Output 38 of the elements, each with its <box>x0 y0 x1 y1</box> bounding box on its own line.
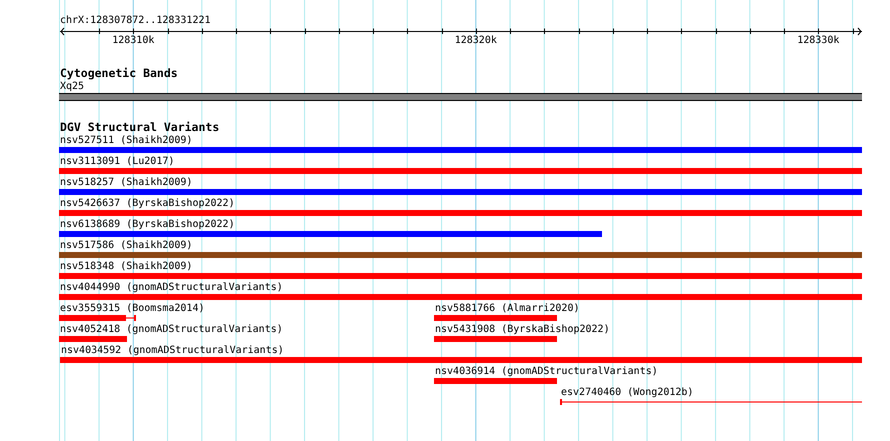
feature-bar <box>59 252 862 258</box>
feature-label: esv2740460 (Wong2012b) <box>561 387 694 398</box>
feature-bar <box>434 336 557 342</box>
track-heading: Cytogenetic Bands <box>60 67 178 80</box>
feature-label: nsv5426637 (ByrskaBishop2022) <box>60 198 235 209</box>
feature-bar <box>59 231 602 237</box>
feature-label: nsv4044990 (gnomADStructuralVariants) <box>60 282 283 293</box>
feature-bar <box>59 273 862 279</box>
tick-label: 128320k <box>454 35 497 46</box>
band-label: Xq25 <box>60 81 84 92</box>
feature-bar <box>60 357 862 363</box>
feature-label: nsv517586 (Shaikh2009) <box>60 240 192 251</box>
feature-label: nsv6138689 (ByrskaBishop2022) <box>60 219 235 230</box>
feature-bar <box>59 168 862 174</box>
feature-label: nsv5431908 (ByrskaBishop2022) <box>435 324 610 335</box>
feature-label: nsv4052418 (gnomADStructuralVariants) <box>60 324 283 335</box>
feature-label: esv3559315 (Boomsma2014) <box>60 303 204 314</box>
feature-label: nsv4036914 (gnomADStructuralVariants) <box>435 366 658 377</box>
feature-label: nsv5881766 (Almarri2020) <box>435 303 580 314</box>
track-heading: DGV Structural Variants <box>60 121 220 134</box>
feature-bar <box>59 315 136 321</box>
feature-bar <box>434 378 557 384</box>
feature-label: nsv518348 (Shaikh2009) <box>60 261 192 272</box>
tick-label: 128330k <box>797 35 840 46</box>
feature-label: nsv527511 (Shaikh2009) <box>60 135 192 146</box>
feature-label: nsv4034592 (gnomADStructuralVariants) <box>61 345 284 356</box>
feature-bar <box>59 189 862 195</box>
feature-bar <box>59 147 862 153</box>
feature-bar <box>59 294 862 300</box>
feature-bar <box>59 336 127 342</box>
feature-label: nsv518257 (Shaikh2009) <box>60 177 192 188</box>
feature-bar <box>434 315 557 321</box>
tick-label: 128310k <box>112 35 154 46</box>
feature-bar <box>560 399 862 405</box>
feature-label: nsv3113091 (Lu2017) <box>60 156 174 167</box>
coordinate-range-label: chrX:128307872..128331221 <box>60 15 211 26</box>
feature-bar <box>59 210 862 216</box>
cytoband-bar <box>59 93 862 101</box>
